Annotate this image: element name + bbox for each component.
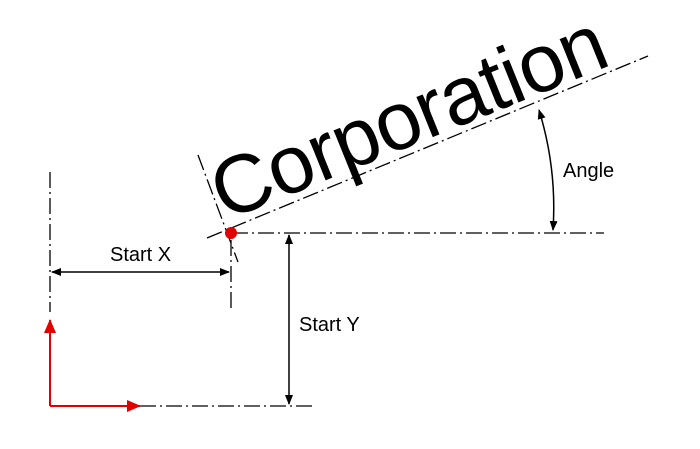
angle-label: Angle [563, 160, 614, 182]
text-baseline-centerline [206, 55, 649, 239]
start-point-extension-line [197, 154, 239, 263]
start-x-label: Start X [110, 244, 171, 266]
start-point-marker [225, 227, 237, 239]
rotated-sample-text: Corporation [198, 0, 619, 238]
angle-dimension-arc [537, 109, 558, 231]
start-y-label: Start Y [299, 314, 360, 336]
